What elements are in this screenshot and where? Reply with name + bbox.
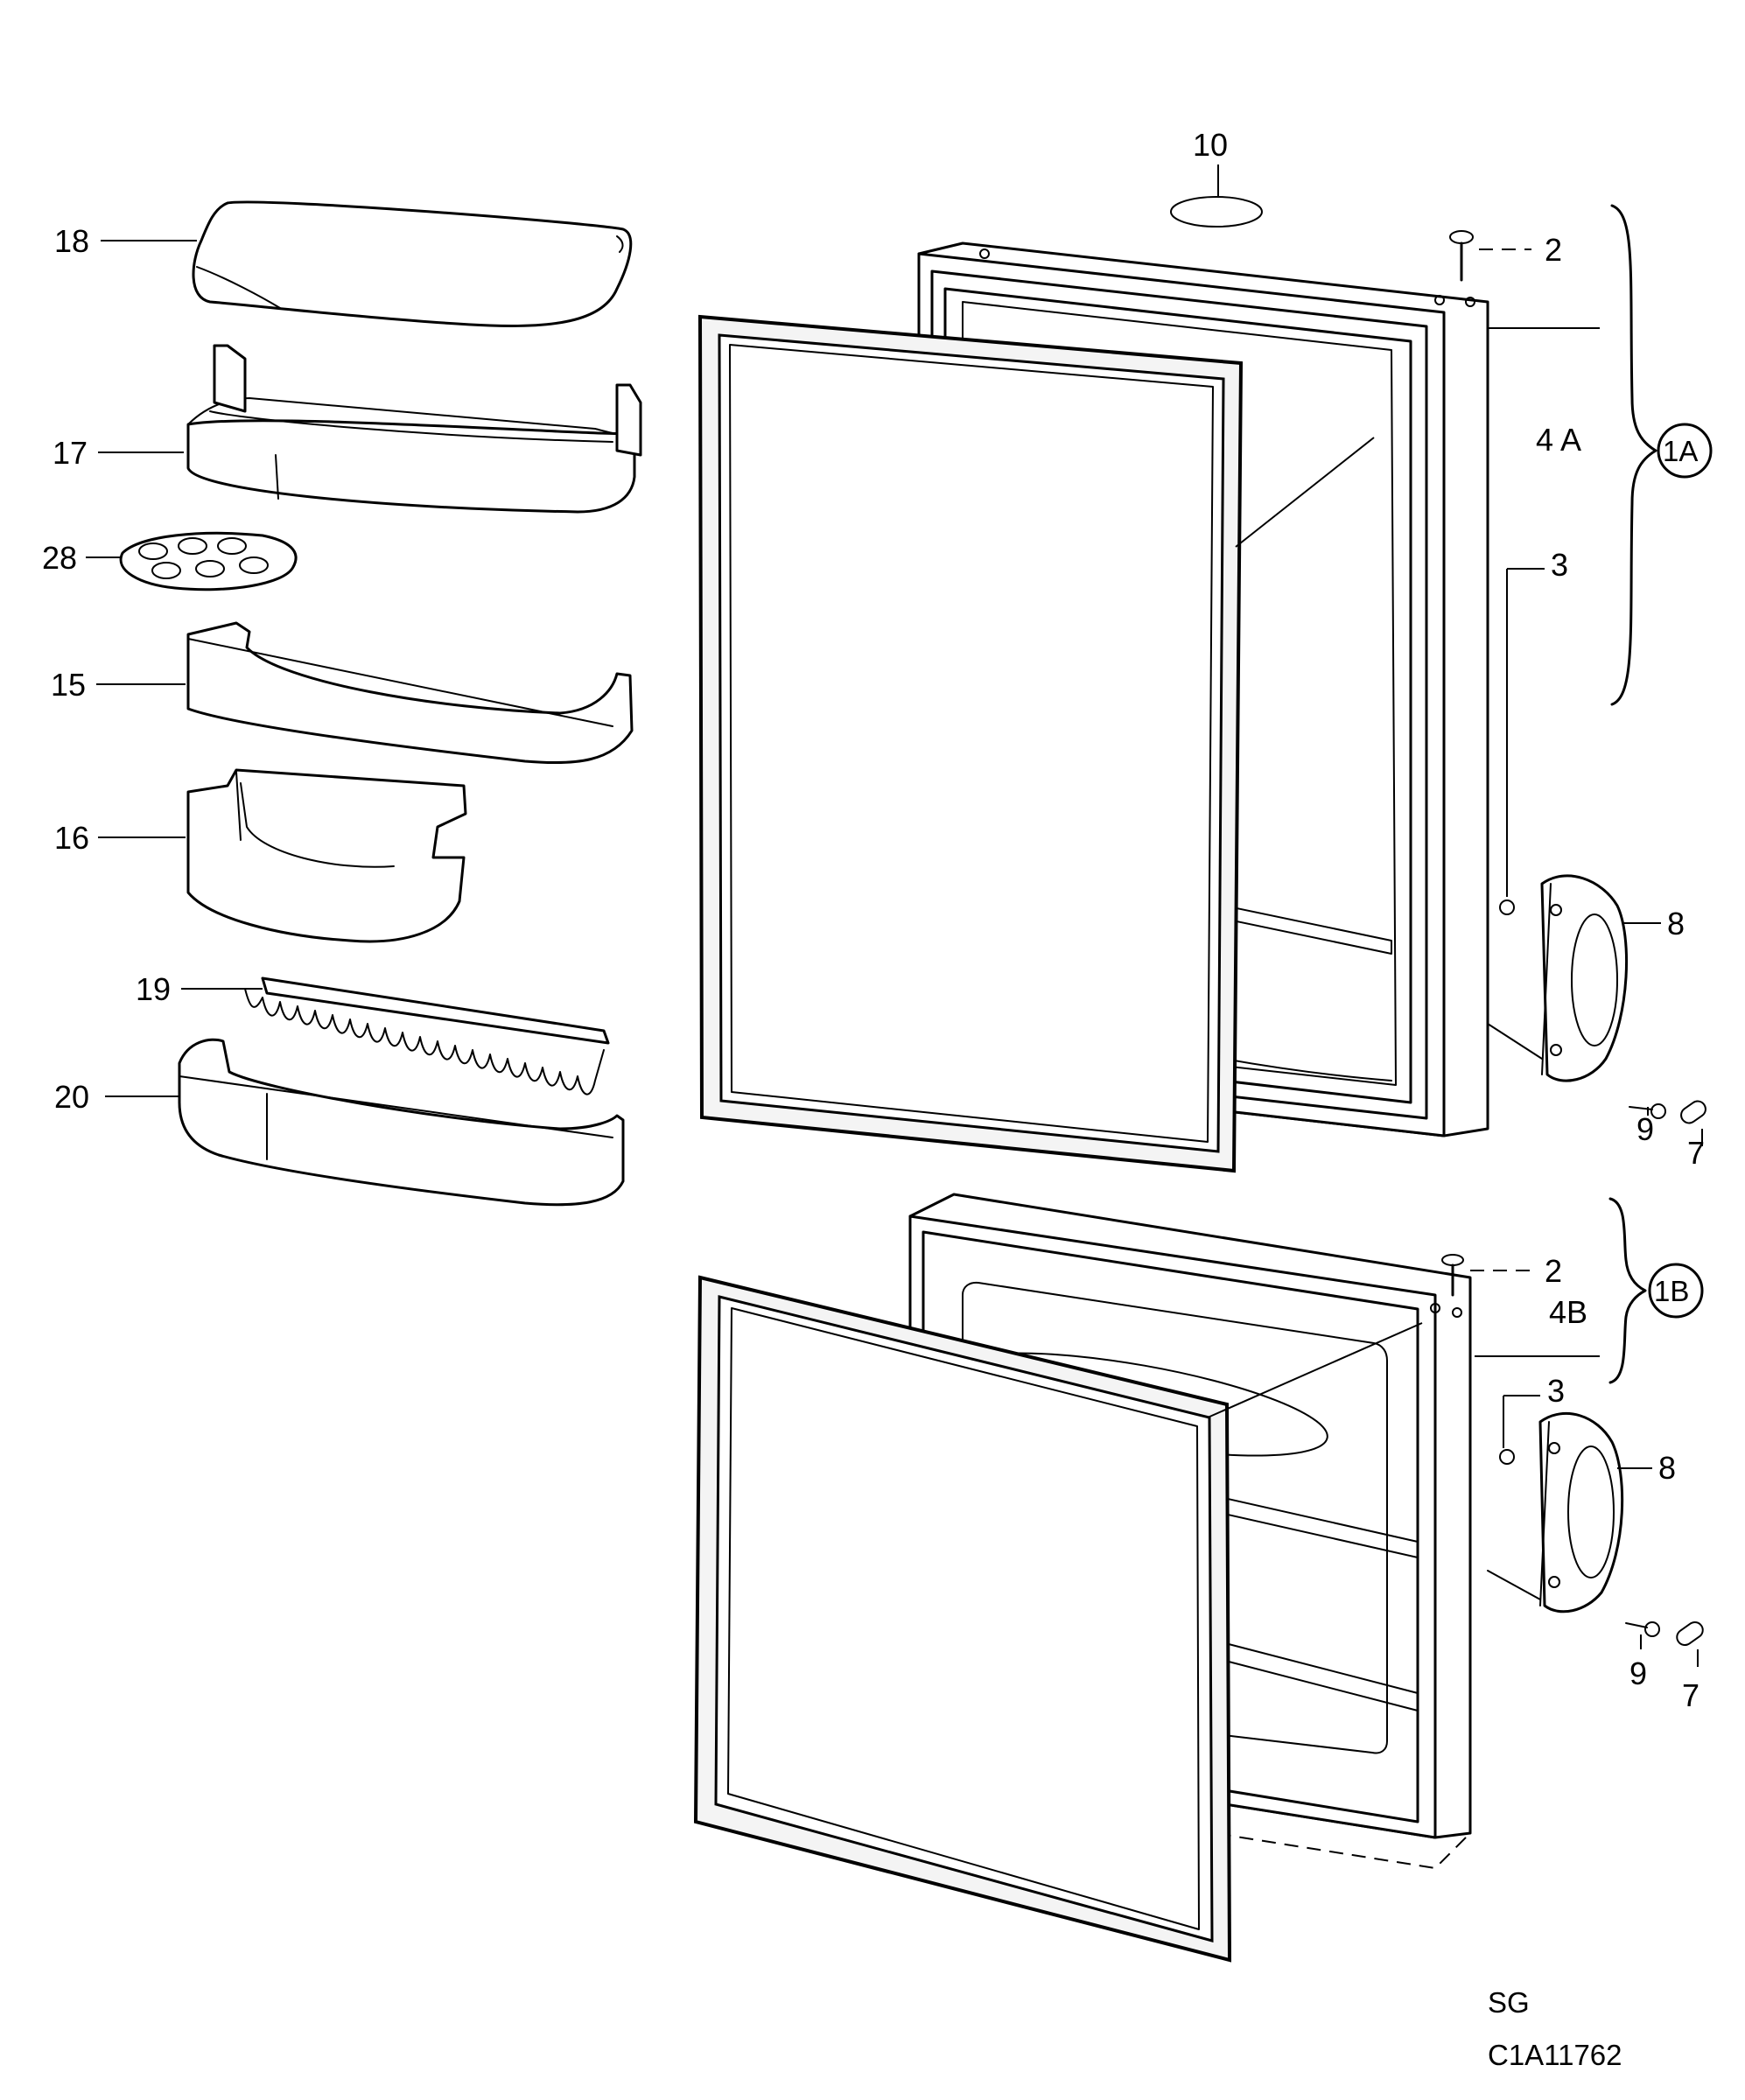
part-7-cap-top <box>1680 1100 1706 1146</box>
label-7-bot: 7 <box>1682 1677 1699 1713</box>
label-9-bot: 9 <box>1629 1656 1647 1691</box>
label-1b: 1B <box>1654 1275 1689 1307</box>
part-10-plug <box>1170 196 1263 228</box>
callout-1a <box>1657 423 1713 479</box>
label-1a: 1A <box>1663 435 1698 467</box>
part-9-screw-bottom <box>1625 1621 1660 1649</box>
part-7-cap-bottom <box>1676 1620 1704 1667</box>
label-3-bot: 3 <box>1547 1373 1565 1409</box>
part-15-rail <box>186 621 634 765</box>
label-19: 19 <box>136 971 171 1007</box>
label-7-top: 7 <box>1687 1135 1705 1171</box>
part-9-screw-top <box>1629 1103 1666 1119</box>
label-18: 18 <box>54 223 89 259</box>
label-10: 10 <box>1193 127 1228 163</box>
part-19-wire-retainer <box>244 976 610 1096</box>
drawing-code: C1A11762 <box>1488 2039 1622 2071</box>
label-17: 17 <box>53 435 88 471</box>
part-3-screw-top <box>1499 568 1545 915</box>
part-3-screw-bottom <box>1499 1395 1540 1465</box>
label-2-top: 2 <box>1545 232 1562 268</box>
part-20-bottle-shelf <box>178 1038 625 1207</box>
part-28-egg-tray <box>119 531 298 592</box>
label-9-top: 9 <box>1636 1111 1654 1147</box>
label-28: 28 <box>42 540 77 576</box>
callout-1b <box>1648 1263 1704 1319</box>
label-4a: 4 A <box>1536 422 1581 458</box>
part-17-tray <box>186 344 642 514</box>
part-2-pin-top <box>1449 230 1474 282</box>
label-20: 20 <box>54 1079 89 1115</box>
label-3-top: 3 <box>1551 547 1568 583</box>
bracket-1a <box>1610 204 1657 706</box>
part-8-handle-bottom <box>1487 1412 1624 1614</box>
label-8-top: 8 <box>1667 906 1685 942</box>
leader-4a <box>1235 437 1375 548</box>
label-2-bot: 2 <box>1545 1253 1562 1289</box>
part-4b-gasket <box>693 1275 1232 1963</box>
part-18-lid <box>192 200 633 327</box>
label-sg: SG <box>1488 1986 1530 2019</box>
part-16-bin <box>186 768 467 943</box>
part-4a-gasket <box>697 314 1244 1173</box>
label-4b: 4B <box>1549 1294 1587 1330</box>
bracket-1b <box>1608 1197 1647 1384</box>
part-2-pin-bottom <box>1441 1254 1464 1297</box>
label-15: 15 <box>51 667 86 703</box>
leader-4b <box>1207 1322 1423 1418</box>
label-8-bot: 8 <box>1658 1450 1676 1486</box>
label-16: 16 <box>54 820 89 856</box>
part-8-handle-top <box>1487 874 1629 1082</box>
